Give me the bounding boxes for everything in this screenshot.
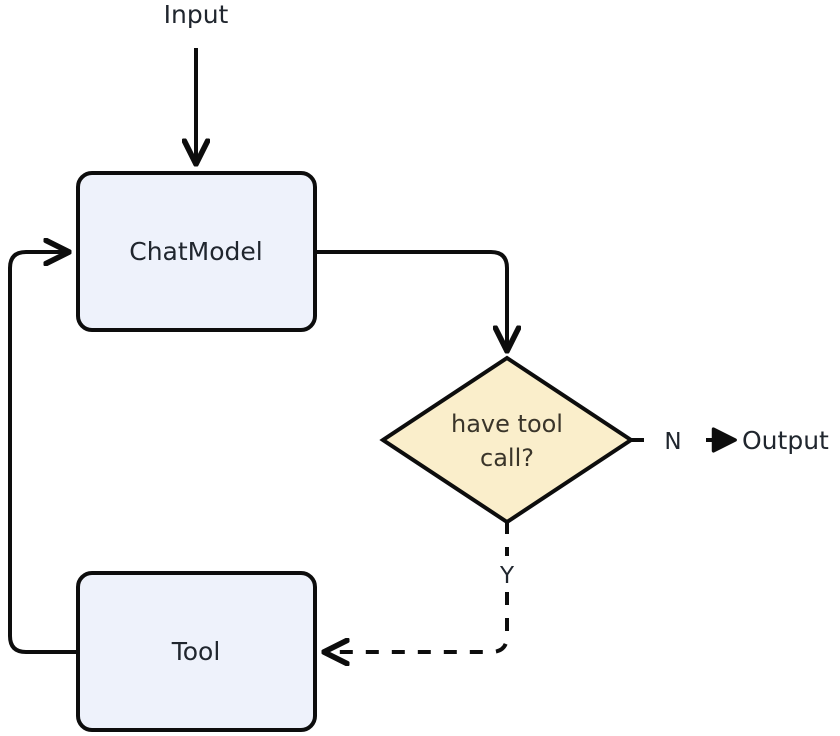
node-decision-shape[interactable]: [379, 355, 635, 525]
node-output-label: Output: [742, 426, 829, 455]
node-decision-label-line2: call?: [480, 444, 534, 472]
node-chatmodel-shape[interactable]: [76, 171, 317, 332]
node-tool-label: Tool: [171, 637, 221, 666]
node-tool-shape[interactable]: [76, 571, 317, 732]
node-input-label: Input: [164, 0, 229, 29]
edge-label-n: N: [664, 429, 681, 455]
node-decision-label-line1: have tool: [451, 410, 563, 438]
edge-tool-to-chatmodel: [8, 252, 78, 654]
edge-chatmodel-to-decision: [315, 250, 507, 350]
edge-decision-to-tool-lower: [325, 592, 509, 652]
node-chatmodel-label: ChatModel: [129, 237, 262, 266]
edge-label-y: Y: [499, 563, 515, 589]
